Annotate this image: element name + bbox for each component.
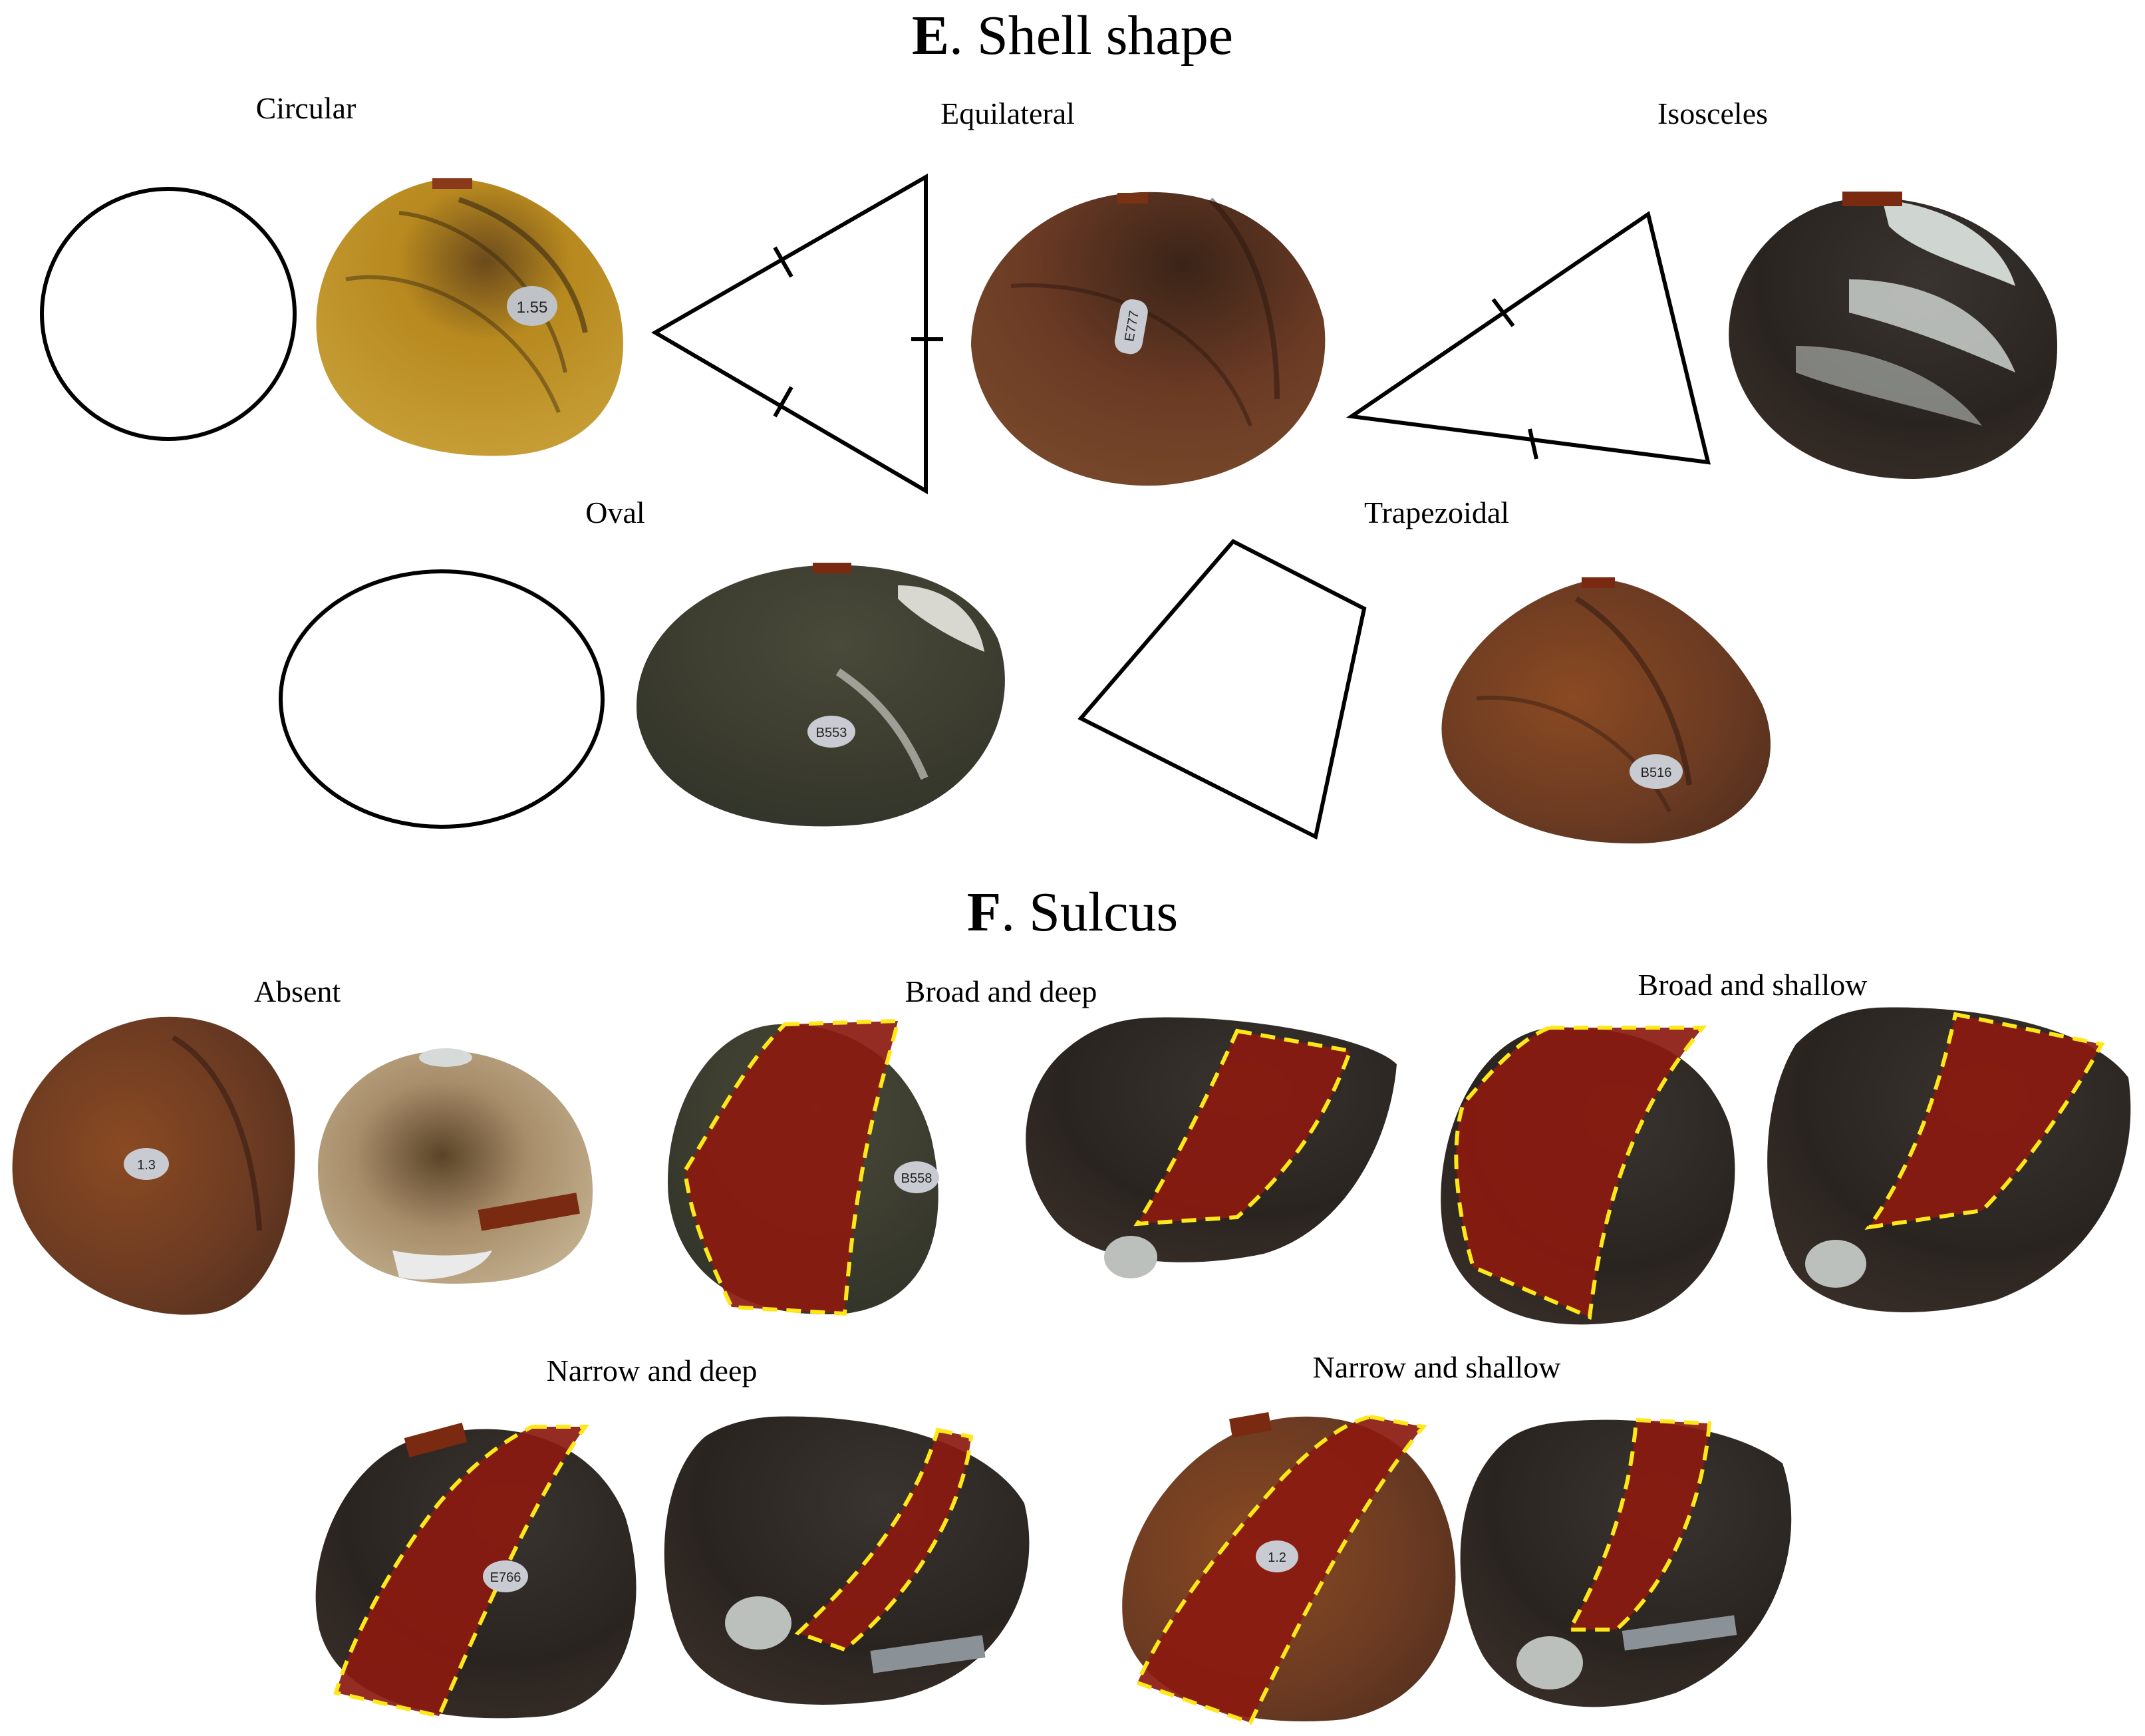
shape-isosceles-triangle — [1346, 211, 1711, 465]
section-f-letter: F — [966, 881, 1002, 943]
shape-equilateral-triangle — [651, 173, 943, 495]
section-e-title-text: . Shell shape — [949, 5, 1233, 67]
label-circular: Circular — [255, 91, 357, 125]
shell-photo-broad-shallow-front — [1767, 1007, 2131, 1312]
section-e-letter: E — [912, 5, 950, 67]
section-e-title: E. Shell shape — [0, 8, 2145, 64]
shell-photo-broad-shallow-side — [1441, 1026, 1735, 1325]
label-sulcus-absent: Absent — [253, 974, 341, 1008]
shell-photo-narrow-deep-front — [664, 1416, 1030, 1705]
sulcus-region-narrow-shallow-front — [1570, 1420, 1709, 1630]
shell-photo-oval: B553 — [637, 563, 1005, 827]
section-f-title-text: . Sulcus — [1001, 881, 1179, 943]
shell-photo-narrow-deep-side: E766 — [315, 1422, 637, 1719]
label-oval: Oval — [585, 496, 645, 529]
tag-oval: B553 — [816, 726, 847, 740]
shape-circle — [40, 187, 297, 441]
shell-photo-absent-side: 1.3 — [12, 1016, 295, 1315]
sulcus-region-broad-shallow-front — [1869, 1014, 2102, 1227]
shell-photo-narrow-shallow-side: 1.2 — [1122, 1412, 1456, 1725]
tag-trapezoidal: B516 — [1641, 766, 1672, 780]
tag-narrow-deep: E766 — [490, 1570, 521, 1585]
label-broad-deep: Broad and deep — [905, 974, 1097, 1008]
shell-photo-equilateral: E777 — [971, 192, 1326, 486]
shell-photo-circular: 1.55 — [316, 178, 623, 456]
shell-photo-isosceles — [1729, 192, 2058, 480]
label-narrow-shallow: Narrow and shallow — [1312, 1350, 1561, 1384]
shape-trapezoid — [1077, 539, 1367, 840]
tag-broad-deep: B558 — [901, 1171, 932, 1186]
shell-photo-trapezoidal: B516 — [1441, 577, 1771, 844]
shell-photo-broad-deep-side: B558 — [667, 1018, 939, 1316]
tag-absent: 1.3 — [137, 1158, 156, 1173]
shell-photo-absent-front — [317, 1048, 593, 1284]
shape-oval — [279, 569, 605, 829]
shell-photo-narrow-shallow-front — [1460, 1417, 1792, 1707]
section-f-title: F. Sulcus — [0, 885, 2145, 940]
tag-narrow-shallow: 1.2 — [1268, 1550, 1286, 1565]
sulcus-region-broad-deep-side — [685, 1021, 898, 1314]
label-narrow-deep: Narrow and deep — [546, 1354, 758, 1387]
label-trapezoidal: Trapezoidal — [1363, 496, 1510, 529]
sulcus-region-narrow-deep-side — [336, 1427, 585, 1716]
sulcus-region-broad-deep-front — [1137, 1031, 1350, 1224]
tag-circular: 1.55 — [517, 299, 548, 317]
label-broad-shallow: Broad and shallow — [1638, 968, 1868, 1002]
sulcus-region-broad-shallow-side — [1456, 1028, 1703, 1317]
shell-photo-broad-deep-front — [1026, 1017, 1397, 1278]
label-equilateral: Equilateral — [940, 96, 1075, 130]
label-isosceles: Isosceles — [1657, 96, 1769, 130]
